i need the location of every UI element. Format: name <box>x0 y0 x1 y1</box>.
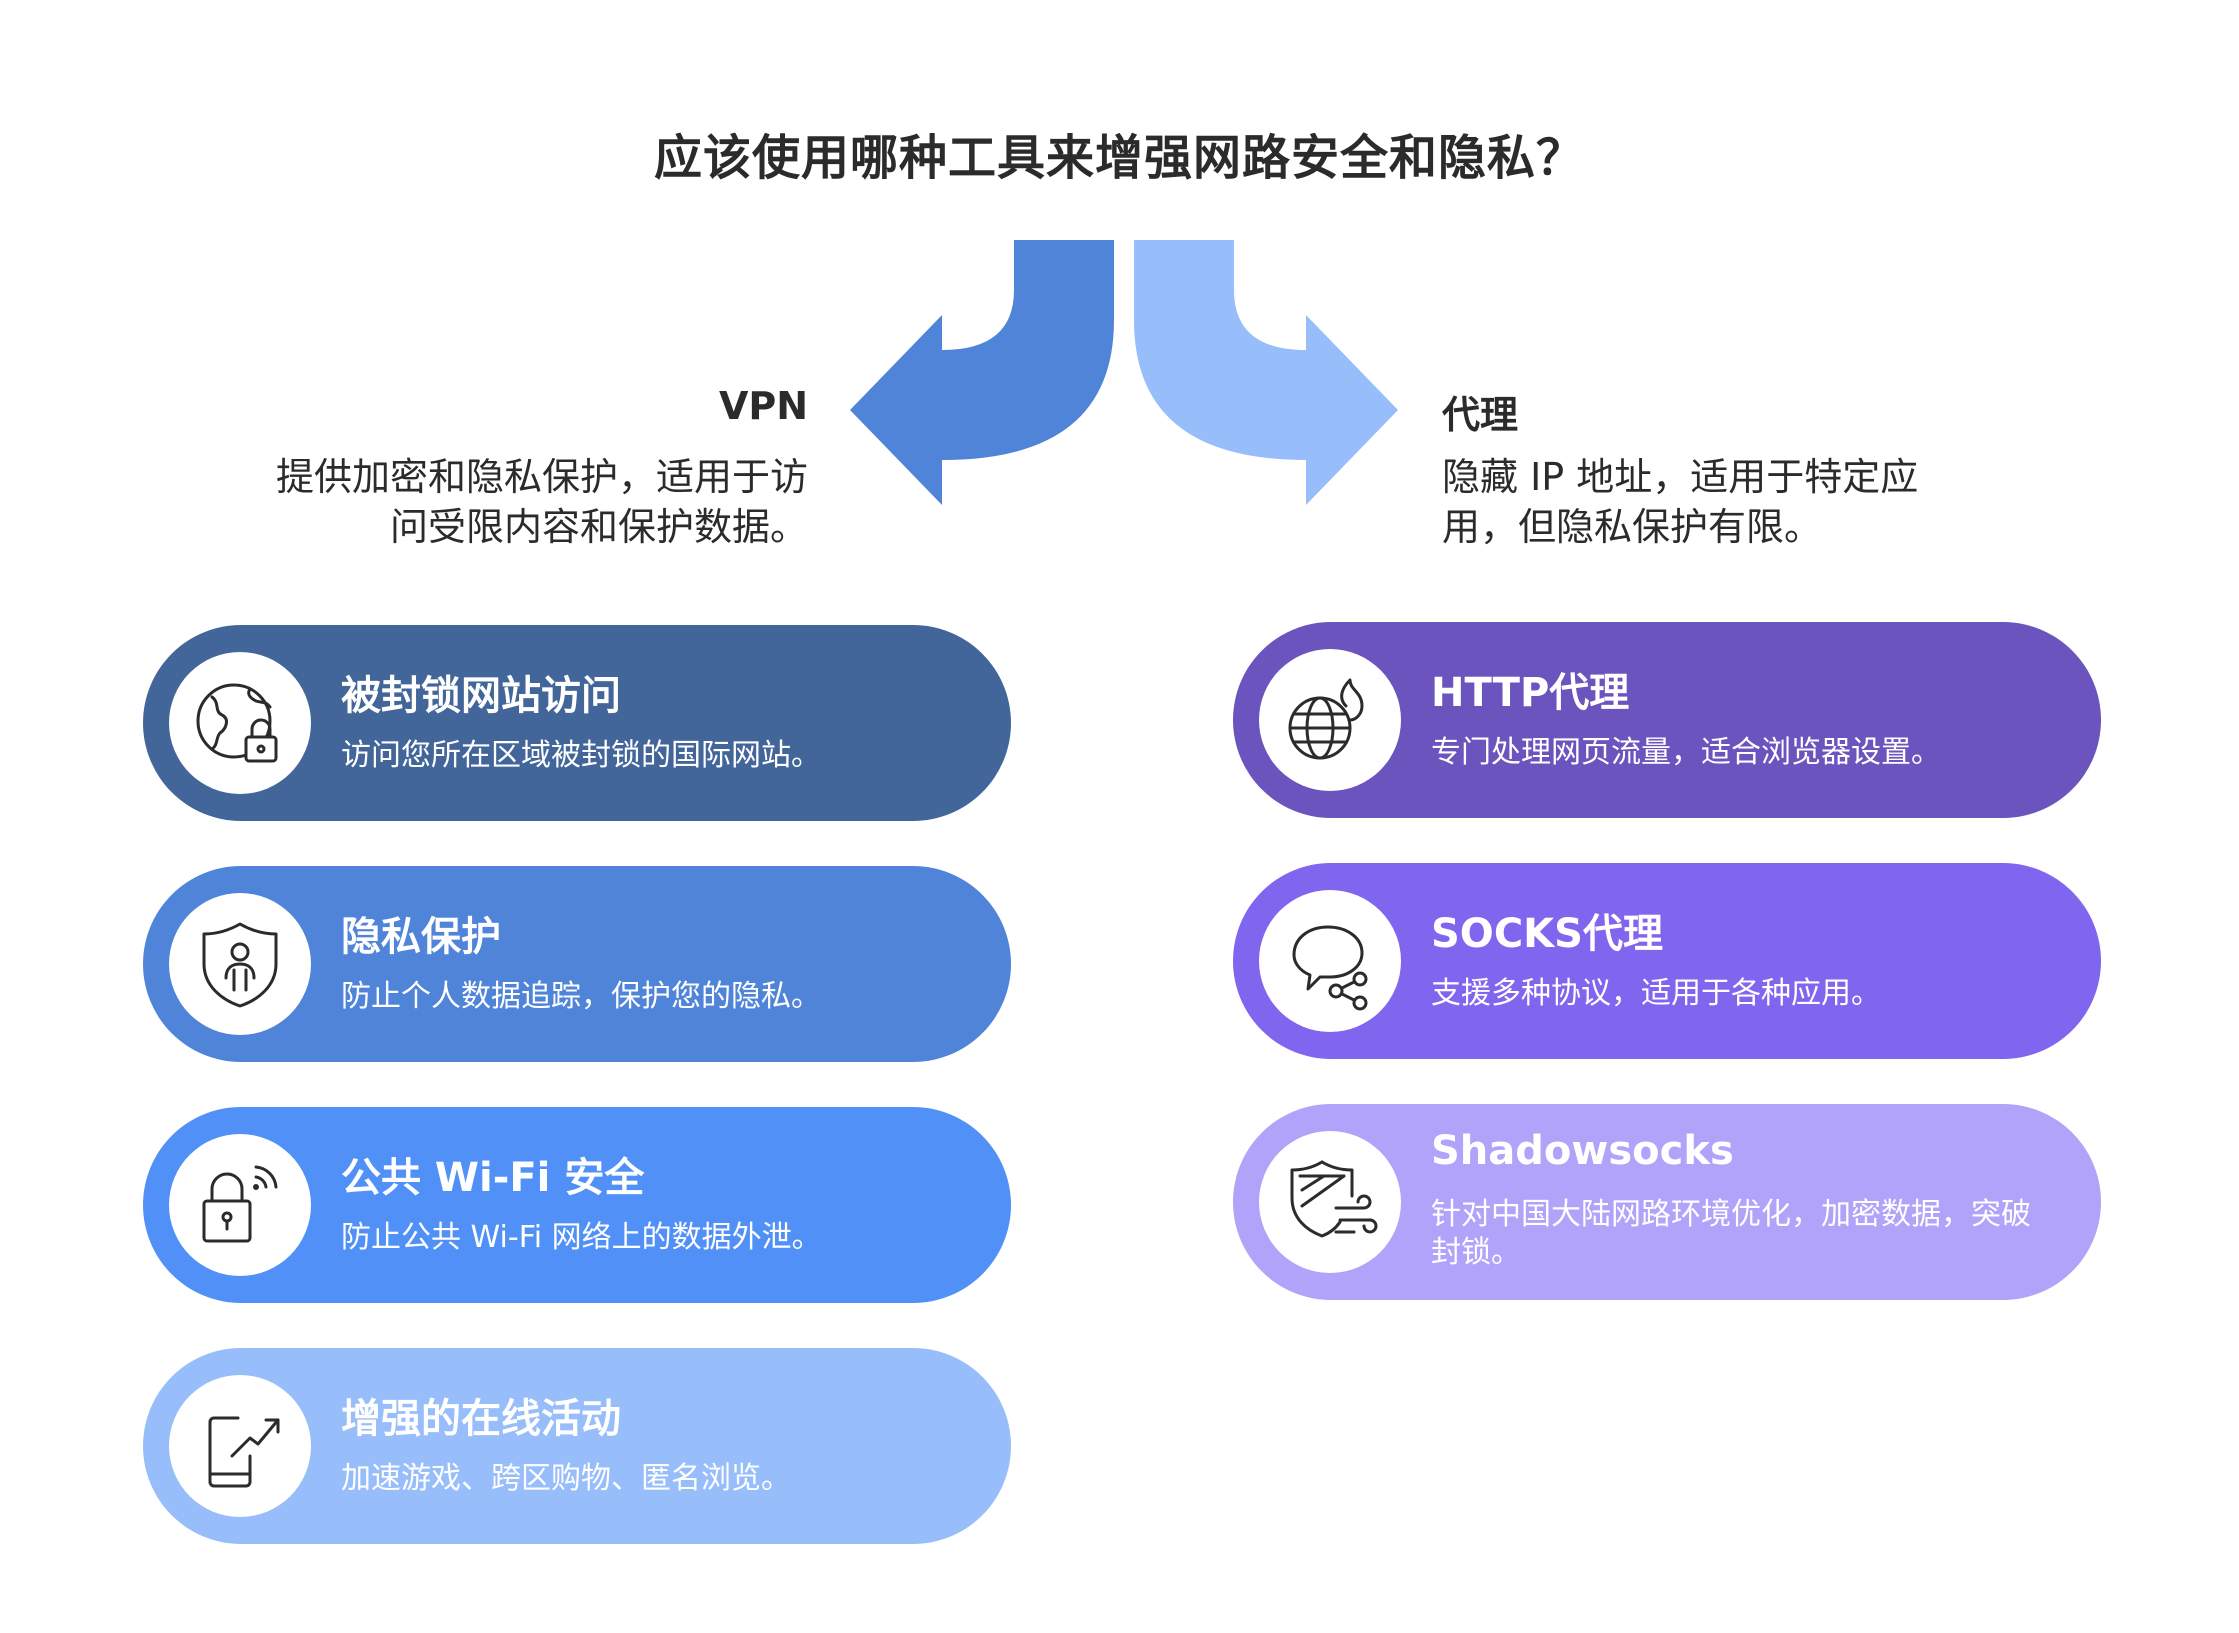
proxy-branch-description: 隐藏 IP 地址，适用于特定应用，但隐私保护有限。 <box>1442 455 1919 549</box>
proxy-item-socks: SOCKS代理 支援多种协议，适用于各种应用。 <box>1233 863 2101 1059</box>
proxy-branch-title: 代理 <box>1442 393 1519 437</box>
item-description: 针对中国大陆网路环境优化，加密数据，突破封锁。 <box>1431 1197 2031 1270</box>
vpn-item-public-wifi: 公共 Wi-Fi 安全 防止公共 Wi-Fi 网络上的数据外泄。 <box>143 1107 1011 1303</box>
left-branch-arrow <box>850 240 1114 505</box>
proxy-item-shadowsocks: Shadowsocks 针对中国大陆网路环境优化，加密数据，突破封锁。 <box>1233 1104 2101 1300</box>
item-description: 防止公共 Wi-Fi 网络上的数据外泄。 <box>341 1220 822 1255</box>
item-description: 防止个人数据追踪，保护您的隐私。 <box>341 979 821 1014</box>
shield-wind-icon <box>1259 1131 1401 1273</box>
item-title: Shadowsocks <box>1431 1128 1734 1174</box>
shield-person-icon <box>169 893 311 1035</box>
vpn-item-privacy: 隐私保护 防止个人数据追踪，保护您的隐私。 <box>143 866 1011 1062</box>
globe-lock-icon <box>169 652 311 794</box>
chat-share-icon <box>1259 890 1401 1032</box>
padlock-wifi-icon <box>169 1134 311 1276</box>
item-description: 支援多种协议，适用于各种应用。 <box>1431 976 1881 1011</box>
item-description: 访问您所在区域被封锁的国际网站。 <box>341 738 821 773</box>
item-description: 加速游戏、跨区购物、匿名浏览。 <box>341 1461 791 1496</box>
item-title: SOCKS代理 <box>1431 911 1663 957</box>
item-title: 增强的在线活动 <box>341 1396 621 1442</box>
item-title: 隐私保护 <box>341 914 501 960</box>
globe-flame-icon <box>1259 649 1401 791</box>
item-title: 被封锁网站访问 <box>341 673 621 719</box>
proxy-item-http: HTTP代理 专门处理网页流量，适合浏览器设置。 <box>1233 622 2101 818</box>
phone-trend-icon <box>169 1375 311 1517</box>
item-title: 公共 Wi-Fi 安全 <box>341 1155 645 1201</box>
page-title: 应该使用哪种工具来增强网路安全和隐私？ <box>653 130 1585 186</box>
item-title: HTTP代理 <box>1431 670 1630 716</box>
right-branch-arrow <box>1134 240 1398 505</box>
vpn-item-blocked-sites: 被封锁网站访问 访问您所在区域被封锁的国际网站。 <box>143 625 1011 821</box>
vpn-item-online-activity: 增强的在线活动 加速游戏、跨区购物、匿名浏览。 <box>143 1348 1011 1544</box>
item-description: 专门处理网页流量，适合浏览器设置。 <box>1431 735 1941 770</box>
vpn-branch-title: VPN <box>718 384 808 428</box>
vpn-branch-description: 提供加密和隐私保护，适用于访问受限内容和保护数据。 <box>275 455 808 549</box>
